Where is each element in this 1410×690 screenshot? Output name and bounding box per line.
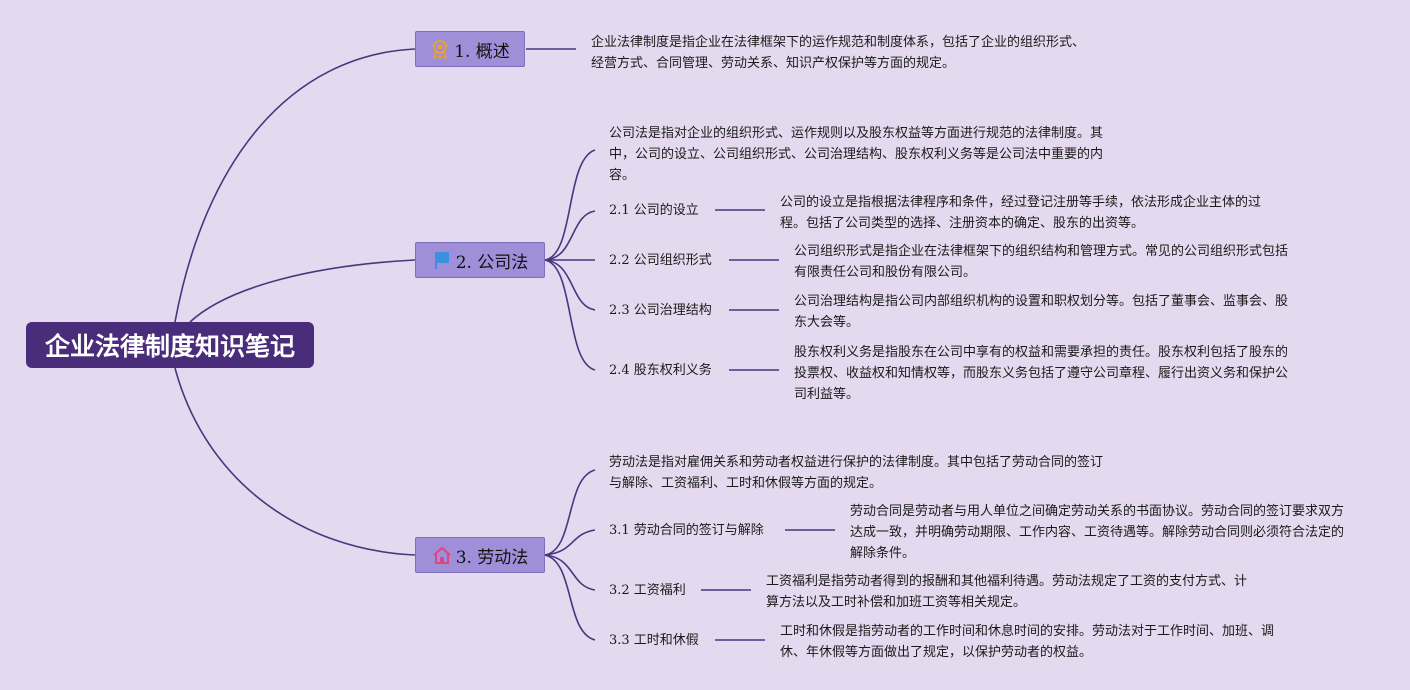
sub-node-2-1-text: 公司的设立是指根据法律程序和条件，经过登记注册等手续，依法形成企业主体的过程。包… [780,195,1262,231]
branch-node-company-law[interactable]: 2. 公司法 [415,242,545,278]
sub-node-3-3-text: 工时和休假是指劳动者的工作时间和休息时间的安排。劳动法对于工作时间、加班、调休、… [780,624,1275,660]
link-branch-3-sub-1 [544,529,596,556]
sub-node-2-2-text: 公司组织形式是指企业在法律框架下的组织结构和管理方式。常见的公司组织形式包括有限… [794,244,1289,280]
sub-node-3-1-text: 劳动合同是劳动者与用人单位之间确定劳动关系的书面协议。劳动合同的签订要求双方达成… [850,504,1345,561]
branch-overview-text: 企业法律制度是指企业在法律框架下的运作规范和制度体系，包括了企业的组织形式、经营… [591,35,1086,71]
sub-node-2-4[interactable]: 2.4 股东权利义务 [609,363,712,378]
sub-node-3-1[interactable]: 3.1 劳动合同的签订与解除 [609,523,764,538]
branch-node-overview[interactable]: 1. 概述 [415,31,525,67]
root-title: 企业法律制度知识笔记 [44,332,295,361]
branch-label: 2. 公司法 [455,252,529,273]
branch-node-labor-law[interactable]: 3. 劳动法 [415,537,545,573]
link-branch-2-text [544,149,596,261]
branch-label: 3. 劳动法 [455,547,529,568]
root-node[interactable]: 企业法律制度知识笔记 [26,322,314,368]
sub-node-2-3[interactable]: 2.3 公司治理结构 [609,303,712,318]
link-root-branch-1 [174,48,416,323]
link-branch-2-sub-1 [544,210,596,261]
flag-icon [434,252,449,269]
link-branch-3-sub-2 [544,554,596,591]
branch-labor-law-text: 劳动法是指对雇佣关系和劳动者权益进行保护的法律制度。其中包括了劳动合同的签订与解… [609,455,1104,491]
sub-node-2-3-text: 公司治理结构是指公司内部组织机构的设置和职权划分等。包括了董事会、监事会、股东大… [794,294,1289,330]
branch-company-law-text: 公司法是指对企业的组织形式、运作规则以及股东权益等方面进行规范的法律制度。其中，… [609,126,1104,183]
branch-label: 1. 概述 [454,41,510,62]
home-icon [433,546,451,564]
link-branch-3-text [544,469,596,556]
sub-node-2-2[interactable]: 2.2 公司组织形式 [609,253,712,268]
link-root-branch-2 [189,259,416,323]
link-branch-2-sub-3 [544,259,596,311]
sub-node-3-2[interactable]: 3.2 工资福利 [609,583,686,598]
award-ribbon-icon [433,40,448,59]
sub-node-2-1[interactable]: 2.1 公司的设立 [609,203,699,218]
sub-node-2-4-text: 股东权利义务是指股东在公司中享有的权益和需要承担的责任。股东权利包括了股东的投票… [794,345,1289,402]
link-root-branch-3 [174,367,416,556]
link-branch-3-sub-3 [544,554,596,641]
sub-node-3-2-text: 工资福利是指劳动者得到的报酬和其他福利待遇。劳动法规定了工资的支付方式、计算方法… [766,574,1248,610]
link-branch-2-sub-4 [544,259,596,371]
sub-node-3-3[interactable]: 3.3 工时和休假 [609,633,699,648]
